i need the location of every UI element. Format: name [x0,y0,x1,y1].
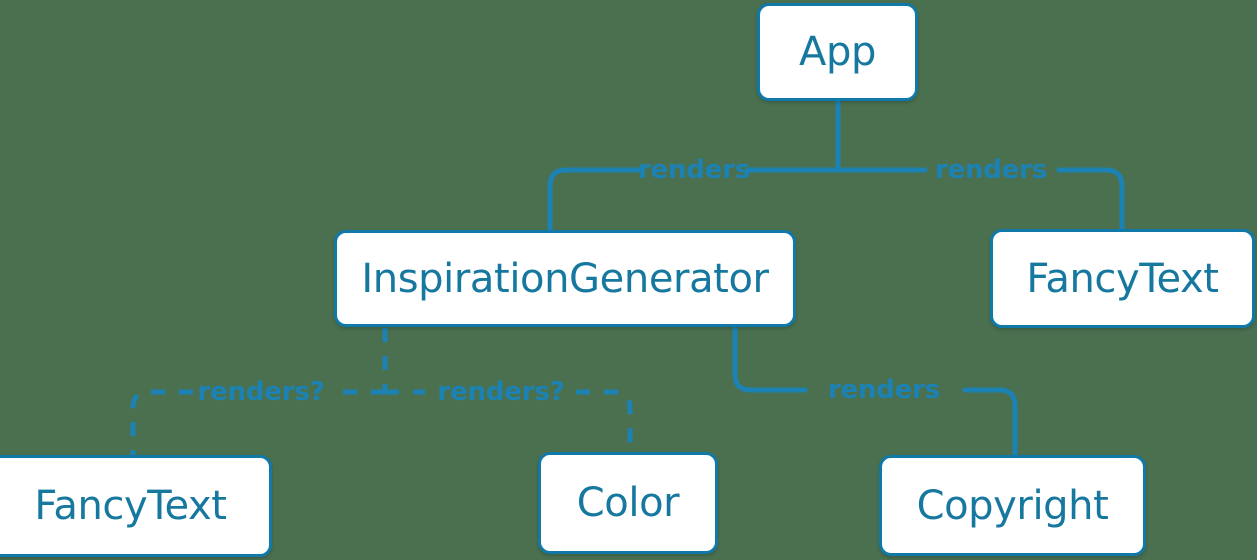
node-app[interactable]: App [757,3,918,101]
edge-label-inspirationgenerator-to-copyright: renders [827,375,941,405]
edge-inspirationgenerator-to-copyright-seg1 [732,325,808,393]
edge-label-app-to-inspirationgenerator: renders [637,155,751,185]
edge-inspirationgenerator-to-copyright-seg2 [962,387,1018,459]
node-fancytext-bottom[interactable]: FancyText [0,455,272,557]
edge-label-app-to-fancytext: renders [934,155,1048,185]
edge-app-to-fancytext-seg2 [1056,167,1125,233]
node-copyright[interactable]: Copyright [879,455,1146,556]
edge-app-to-inspirationgenerator-seg2 [547,167,643,234]
node-inspirationgenerator[interactable]: InspirationGenerator [334,230,796,327]
edge-inspirationgenerator-to-color-dashed-seg2 [576,389,633,453]
node-fancytext-top[interactable]: FancyText [990,229,1255,328]
edge-label-inspirationgenerator-to-color: renders? [437,377,565,407]
edge-inspirationgenerator-to-fancytext-dashed-seg2 [130,389,193,456]
node-color[interactable]: Color [538,452,718,554]
edge-label-inspirationgenerator-to-fancytext: renders? [197,377,325,407]
